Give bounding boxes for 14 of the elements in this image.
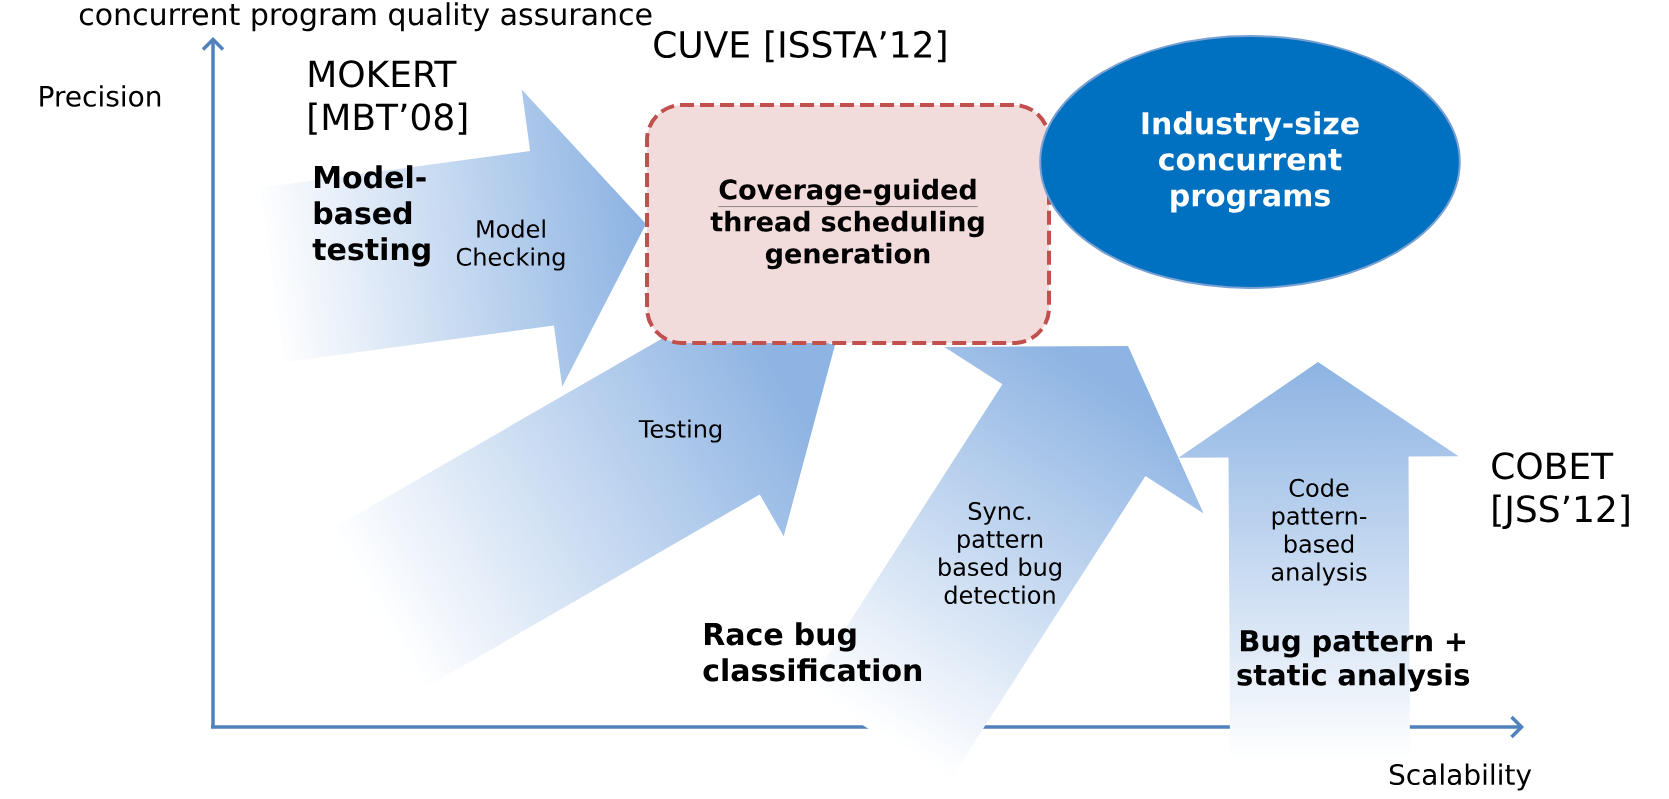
project-label: MOKERT [MBT’08] xyxy=(309,60,467,135)
technique-label: Race bug classification xyxy=(703,622,922,682)
process-box: Coverage-guided thread scheduling generation xyxy=(645,103,1051,345)
project-label: CUVE [ISSTA’12] xyxy=(654,30,946,63)
block-arrow: Sync. pattern based bug detection xyxy=(939,501,1061,605)
axis-label: Scalability xyxy=(1389,763,1532,791)
block-arrow: Testing xyxy=(638,419,722,443)
title: concurrent program quality assurance xyxy=(79,2,652,32)
axis-label: Precision xyxy=(40,85,161,107)
project-label: COBET [JSS’12] xyxy=(1492,452,1629,530)
technique-label: Model-based testing xyxy=(312,165,430,267)
block-arrow: Model Checking xyxy=(456,219,565,271)
block-arrow: Code pattern-based analysis xyxy=(1271,478,1367,586)
technique-label: Bug pattern + static analysis xyxy=(1237,630,1470,692)
